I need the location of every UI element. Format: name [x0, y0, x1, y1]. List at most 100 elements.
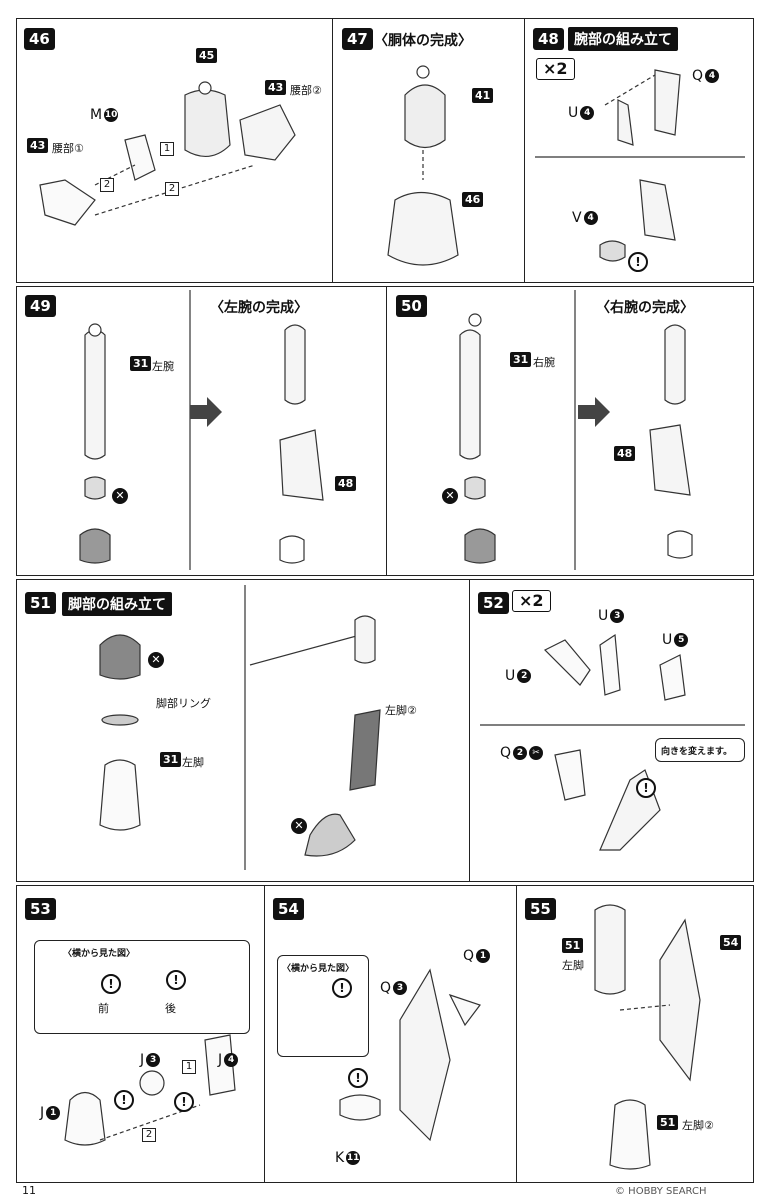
part-tag: 31: [510, 352, 532, 367]
part-label: 左脚: [562, 959, 584, 972]
panel-52: [469, 579, 754, 882]
runner-letter: Q: [463, 948, 475, 964]
part-label: 左脚②: [385, 704, 417, 717]
panel-53: [16, 885, 265, 1183]
do-not-use-icon: ✕: [442, 488, 458, 504]
order-number: 2: [142, 1128, 156, 1142]
step-number: 48: [533, 28, 564, 50]
part-tag: 41: [472, 88, 494, 103]
front-label: 前: [98, 1002, 109, 1015]
runner-number: 4: [583, 211, 598, 225]
quantity-multiplier: ×2: [512, 590, 551, 612]
part-tag: 45: [196, 48, 218, 63]
part-label: 左脚②: [682, 1119, 714, 1132]
part-tag: 51: [562, 938, 584, 953]
runner-number: 4: [580, 106, 595, 120]
runner-letter: Q: [500, 745, 512, 761]
runner-number: 5: [674, 633, 689, 647]
runner-number: 3: [146, 1053, 161, 1067]
watermark: © HOBBY SEARCH: [615, 1186, 707, 1197]
part-tag: 48: [335, 476, 357, 491]
part-label: 左腕: [152, 360, 174, 373]
order-number: 2: [165, 182, 179, 196]
part-tag: 43: [265, 80, 287, 95]
runner-letter: U: [505, 668, 516, 684]
runner-letter: K: [335, 1150, 345, 1166]
runner-number: 4: [224, 1053, 239, 1067]
runner-number: 3: [610, 609, 625, 623]
part-label: 右腕: [533, 356, 555, 369]
part-tag: 51: [657, 1115, 679, 1130]
step-number: 49: [25, 295, 56, 317]
part-tag: 46: [462, 192, 484, 207]
panel-47: [332, 18, 525, 283]
runner-letter: Q: [692, 68, 704, 84]
panel-51: [16, 579, 470, 882]
step-number: 52: [478, 592, 509, 614]
step-number: 51: [25, 592, 56, 614]
caution-icon: !: [636, 778, 656, 798]
part-tag: 31: [160, 752, 182, 767]
caution-icon: !: [628, 252, 648, 272]
caution-icon: !: [114, 1090, 134, 1110]
step-number: 50: [396, 295, 427, 317]
runner-letter: U: [568, 105, 579, 121]
caution-icon: !: [174, 1092, 194, 1112]
cut-icon: ✂: [529, 746, 544, 760]
panel-49: [16, 286, 387, 576]
note-text: 向きを変えます。: [661, 747, 733, 757]
runner-number: 1: [476, 949, 491, 963]
step-number: 53: [25, 898, 56, 920]
caution-icon: !: [348, 1068, 368, 1088]
credit-text: © HOBBY SEARCH: [615, 1186, 707, 1197]
step-title: 〈胴体の完成〉: [374, 33, 472, 49]
callout-title: 〈横から見た図〉: [63, 949, 136, 959]
step-title: 〈右腕の完成〉: [596, 300, 694, 316]
runner-number: 2: [517, 669, 532, 683]
runner-letter: Q: [380, 980, 392, 996]
part-tag: 43: [27, 138, 49, 153]
do-not-use-icon: ✕: [291, 818, 307, 834]
do-not-use-icon: ✕: [112, 488, 128, 504]
part-tag: 48: [614, 446, 636, 461]
runner-letter: J: [140, 1052, 145, 1068]
caution-icon: !: [166, 970, 186, 990]
page-number: 11: [22, 1184, 36, 1197]
step-title: 腕部の組み立て: [568, 27, 678, 51]
callout-title: 〈横から見た図〉: [282, 964, 355, 974]
quantity-multiplier: ×2: [536, 58, 575, 80]
runner-number: 4: [705, 69, 720, 83]
part-label: 脚部リング: [156, 697, 211, 710]
back-label: 後: [165, 1002, 176, 1015]
runner-number: 1: [46, 1106, 61, 1120]
runner-letter: U: [598, 608, 609, 624]
runner-letter: V: [572, 210, 582, 226]
step-title: 脚部の組み立て: [62, 592, 172, 616]
step-number: 55: [525, 898, 556, 920]
part-label: 腰部①: [52, 142, 84, 155]
side-view-callout: 〈横から見た図〉: [34, 940, 250, 1034]
runner-number: 2: [513, 746, 528, 760]
runner-letter: M: [90, 107, 103, 123]
part-tag: 31: [130, 356, 152, 371]
order-number: 1: [182, 1060, 196, 1074]
runner-letter: J: [218, 1052, 223, 1068]
part-tag: 54: [720, 935, 742, 950]
panel-50: [386, 286, 754, 576]
runner-number: 11: [346, 1151, 361, 1165]
panel-48: [524, 18, 754, 283]
